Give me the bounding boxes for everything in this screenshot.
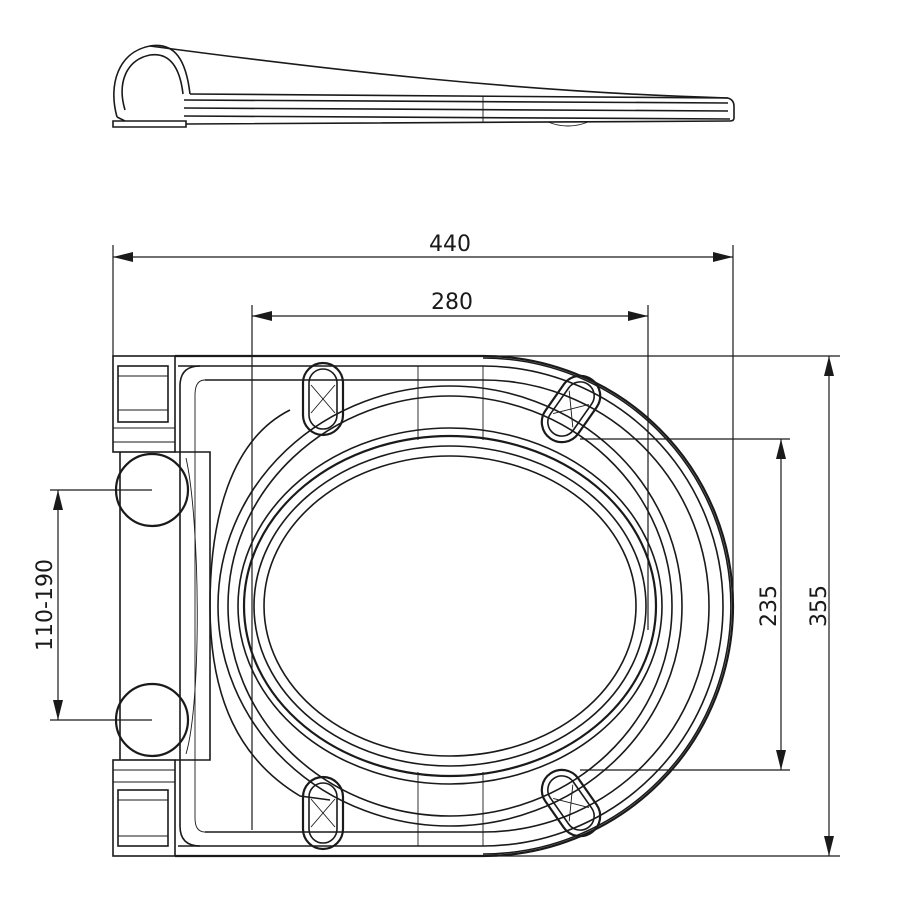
fixing-span-label: 280 bbox=[431, 290, 473, 315]
side-view bbox=[112, 44, 735, 128]
hinge-block-bottom bbox=[112, 759, 176, 857]
dimension-fixing-span: 280 bbox=[251, 290, 649, 830]
fixing-pad-top-right bbox=[540, 374, 602, 444]
hinge-spacing-label: 110-190 bbox=[33, 559, 58, 651]
fixing-pad-bottom-right bbox=[540, 768, 602, 838]
seat-outline bbox=[175, 354, 735, 858]
dimension-overall-width: 440 bbox=[112, 232, 734, 606]
dimension-overall-length: 355 bbox=[483, 355, 840, 857]
hinge-block-top bbox=[112, 355, 176, 453]
dimension-hinge-spacing: 110-190 bbox=[33, 489, 152, 721]
hinge-bar bbox=[119, 356, 211, 856]
overall-width-label: 440 bbox=[429, 232, 471, 257]
fixing-pad-top-left bbox=[301, 361, 345, 437]
overall-length-label: 355 bbox=[807, 585, 832, 627]
top-view bbox=[112, 354, 735, 858]
fixing-pad-bottom-left bbox=[301, 775, 345, 851]
dimension-inner-length: 235 bbox=[580, 438, 790, 771]
seat-ring bbox=[209, 366, 683, 846]
inner-length-label: 235 bbox=[757, 585, 782, 627]
